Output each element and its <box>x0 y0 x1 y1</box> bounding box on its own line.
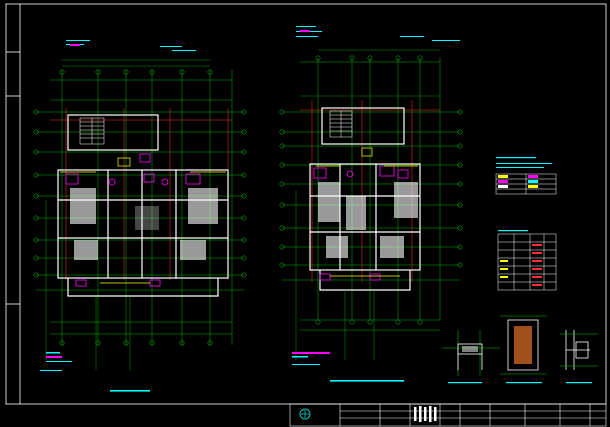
schedule-table <box>497 230 557 291</box>
axis-bubbles <box>33 69 247 346</box>
axis-lines <box>50 108 232 280</box>
dimension-lines <box>45 59 232 370</box>
stair <box>329 110 353 138</box>
fixtures <box>65 153 201 287</box>
walls <box>57 114 229 297</box>
highlights <box>316 147 418 277</box>
grid-lines <box>282 58 460 331</box>
detail-section-1 <box>442 330 500 384</box>
room-fills <box>70 188 218 260</box>
company-logo <box>299 408 311 420</box>
left-floor-plan <box>33 40 247 392</box>
room-fills <box>318 182 418 258</box>
stair <box>79 117 105 145</box>
dimension-lines <box>295 49 440 360</box>
title-block <box>289 403 607 427</box>
grid-lines <box>36 70 244 345</box>
axis-bubbles <box>279 55 463 325</box>
callouts <box>46 44 80 358</box>
highlights <box>60 157 226 284</box>
detail-section-2 <box>500 315 546 384</box>
callouts <box>292 30 330 354</box>
detail-section-3 <box>560 330 598 384</box>
right-floor-plan <box>279 26 463 382</box>
fixtures <box>313 165 409 281</box>
legend <box>495 157 557 195</box>
annotation-marks <box>40 40 196 392</box>
